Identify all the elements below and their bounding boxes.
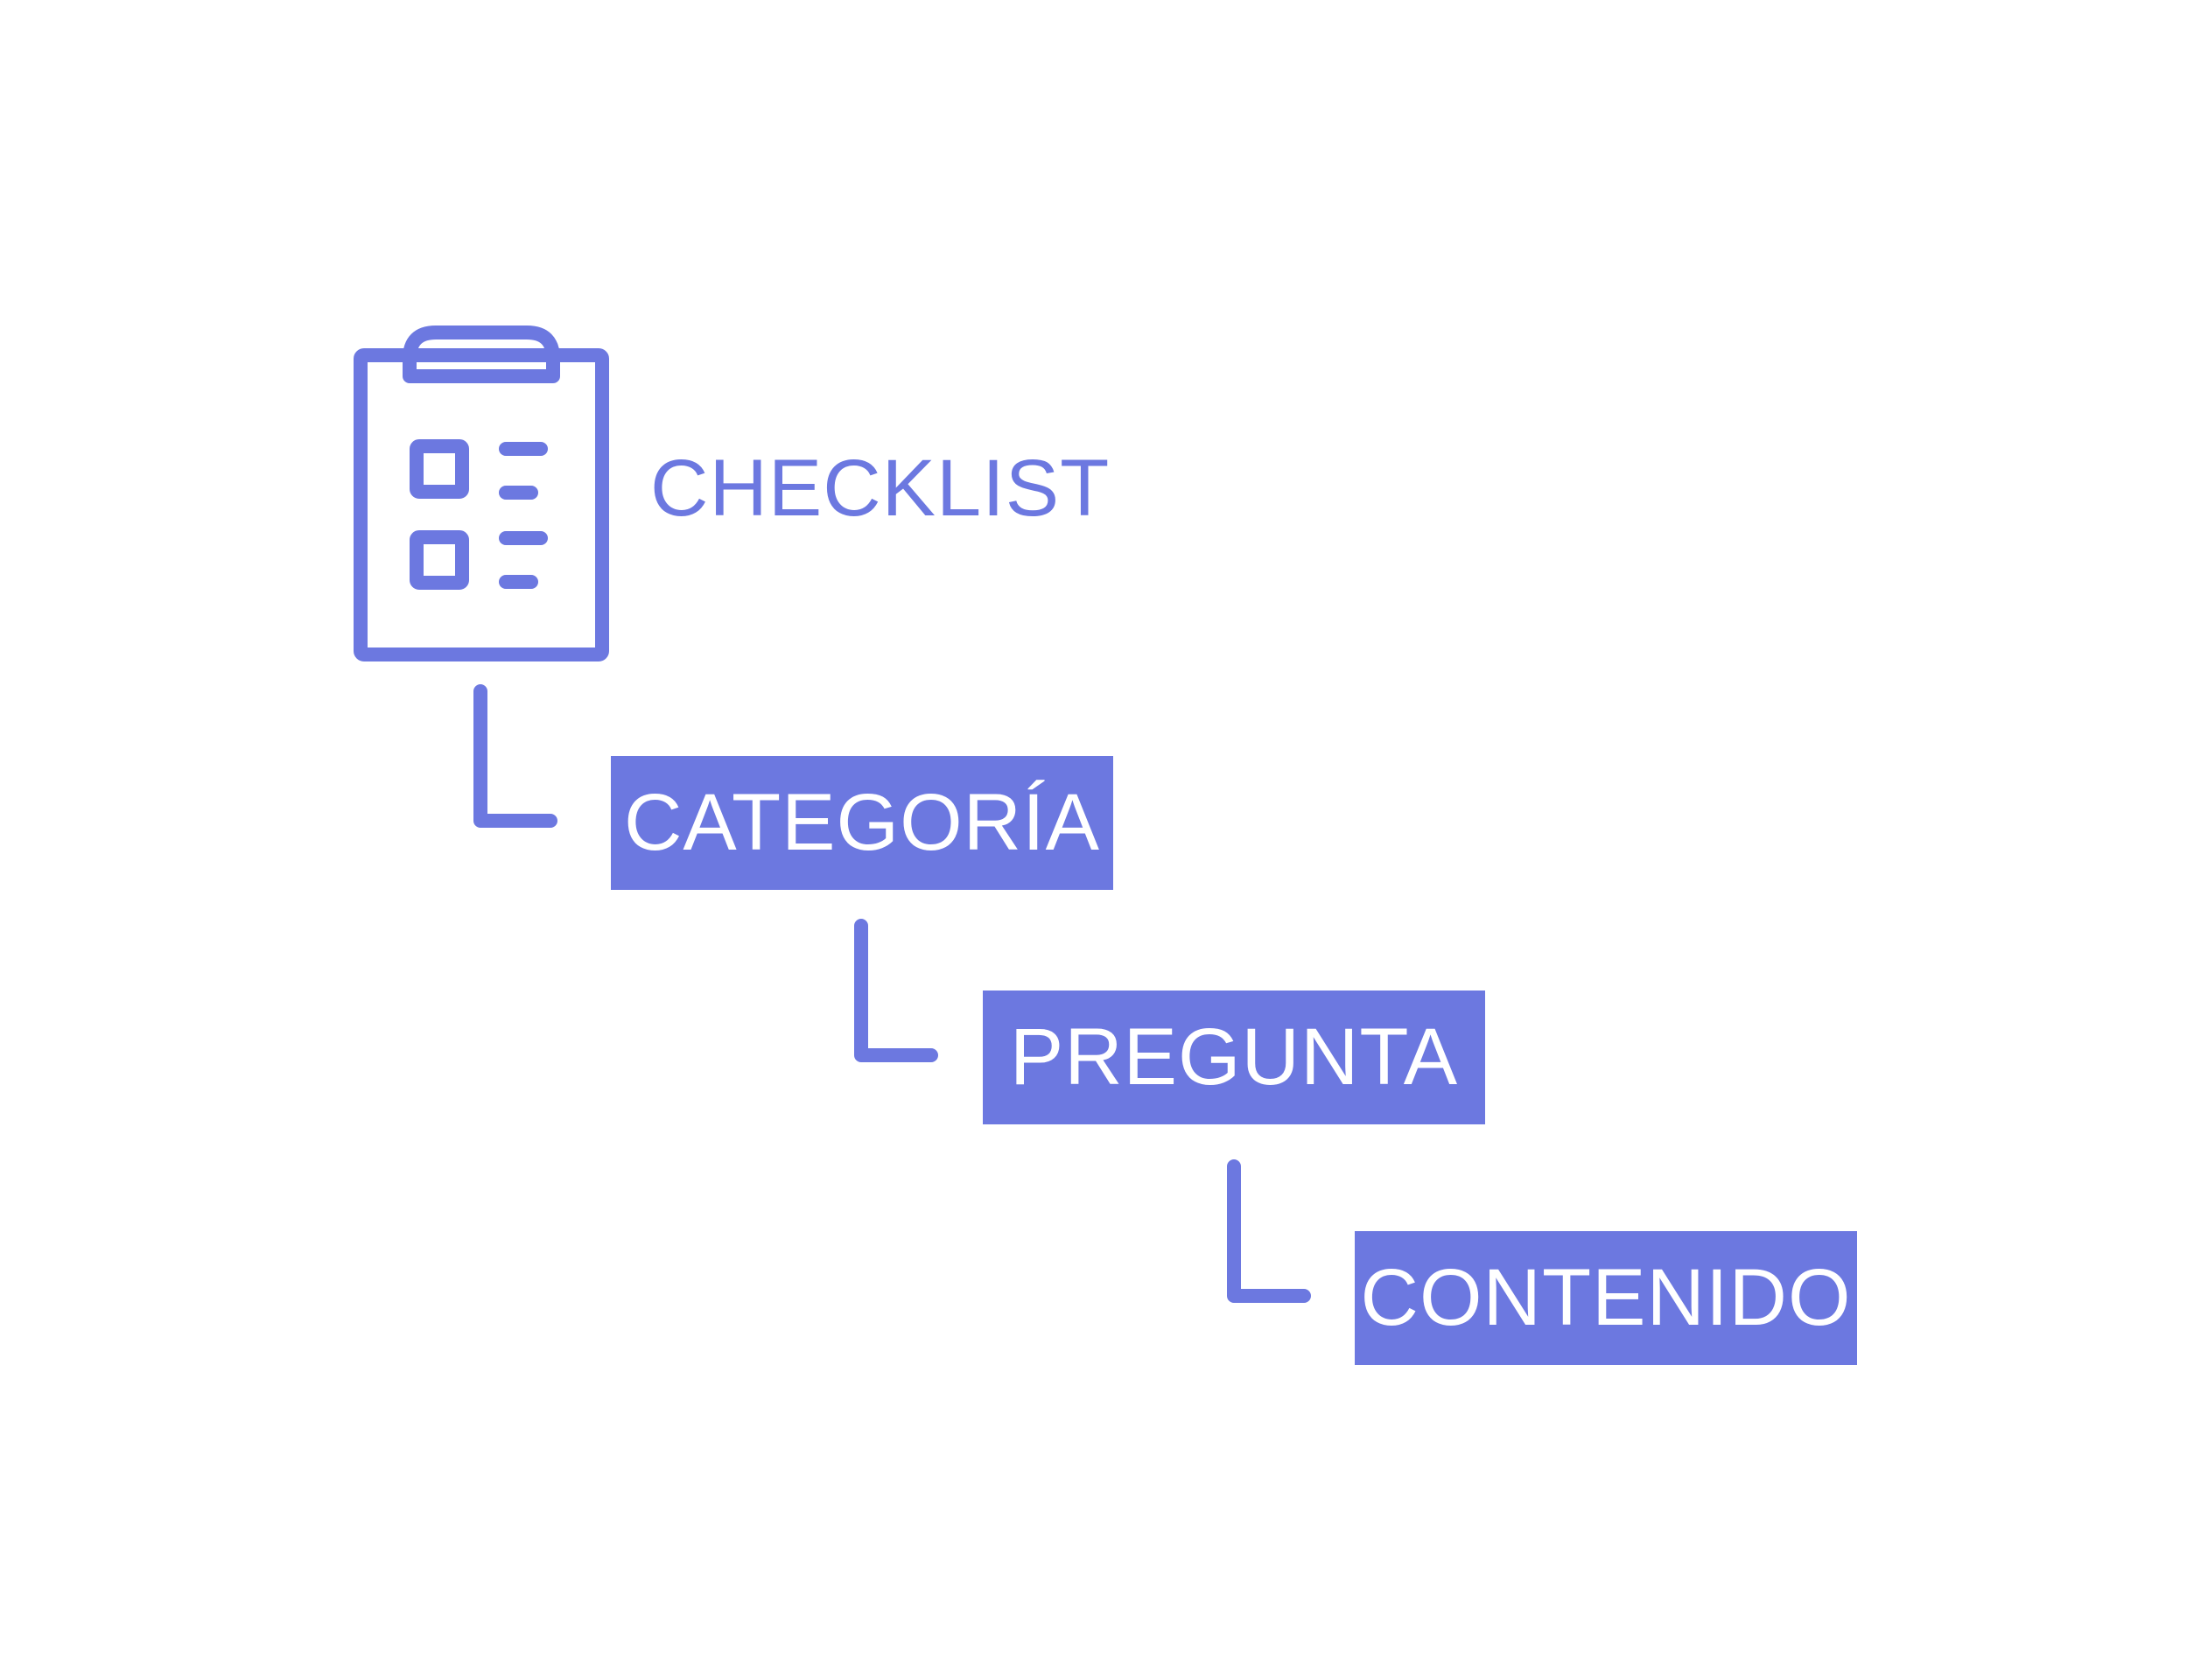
node-contenido: CONTENIDO [1355,1231,1857,1365]
connector-checklist-categoria [473,684,557,828]
clipboard-checklist-icon [354,326,609,662]
node-categoria: CATEGORÍA [611,756,1113,890]
connector-pregunta-contenido [1227,1159,1311,1303]
node-pregunta: PREGUNTA [983,990,1485,1124]
root-label: CHECKLIST [650,444,1111,533]
connector-categoria-pregunta [854,919,938,1062]
